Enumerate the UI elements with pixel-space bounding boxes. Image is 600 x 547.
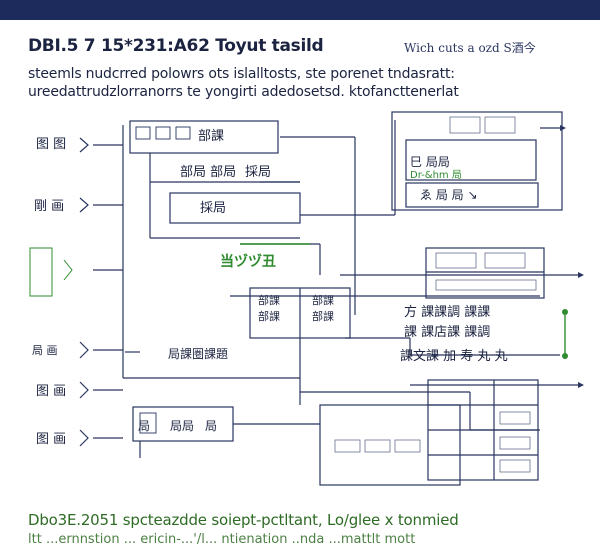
bottom-label-3: 局 xyxy=(205,419,217,433)
doc-icon xyxy=(139,412,157,434)
right-mid-label-1: 方 課課調 課課 xyxy=(404,304,490,320)
doc-icon xyxy=(155,126,171,140)
title-annotation: Wich cuts a ozd S酒今 xyxy=(404,41,536,55)
branch-label-1: 部局 部局 xyxy=(180,165,236,180)
top-banner xyxy=(0,0,600,20)
grid-label-b: 部課 xyxy=(312,293,334,307)
left-node-4: 图 画 xyxy=(36,384,66,399)
branch-label-1b: 採局 xyxy=(245,165,271,180)
grid-label-a: 部課 xyxy=(258,293,280,307)
page-title: DBI.5 7 15*231:A62 Toyut tasild xyxy=(28,36,324,56)
bottom-label-1: 局 xyxy=(138,419,150,433)
left-node-2: 剛 画 xyxy=(34,199,64,214)
left-node-3: 局 画 xyxy=(32,344,58,357)
footer-caption: Dbo3E.2051 spcteazdde soiept-pctltant, L… xyxy=(28,511,459,529)
right-top-label-2: Dr-&hm 局 xyxy=(410,169,462,181)
right-mid-label-3: 課文課 加 寿 丸 丸 xyxy=(400,348,508,364)
top-box-label: 部課 xyxy=(198,128,224,144)
center-label: 当ヅヅ丑 xyxy=(220,253,276,270)
green-node-bottom xyxy=(562,353,568,359)
right-top-label-1: 巳 局局 xyxy=(410,155,450,169)
subtitle-line-2: ureedattrudzlorranorrs te yongirti adedo… xyxy=(28,84,459,100)
branch-label-2: 採局 xyxy=(200,201,226,216)
subtitle-line-1: steemls nudcrred polowrs ots islalltosts… xyxy=(28,66,455,82)
left-node-1: 图 图 xyxy=(36,137,66,152)
grid-label-d: 部課 xyxy=(312,309,334,323)
grid-label-c: 部課 xyxy=(258,309,280,323)
doc-icon xyxy=(175,126,191,140)
bottom-label-2: 局局 xyxy=(170,419,194,433)
doc-icon xyxy=(135,126,151,140)
left-node-5: 图 画 xyxy=(36,432,66,447)
footer-caption-line-2: ltt ...ernnstion ... ericin-...'/l... nt… xyxy=(28,532,416,547)
green-node-top xyxy=(562,309,568,315)
green-person-icon xyxy=(29,247,53,297)
right-mid-label-2: 課 課店課 課調 xyxy=(404,324,490,340)
dept-label: 局課圏課題 xyxy=(168,346,228,361)
right-top-label-3: ゑ 局 局 ↘ xyxy=(420,188,478,202)
